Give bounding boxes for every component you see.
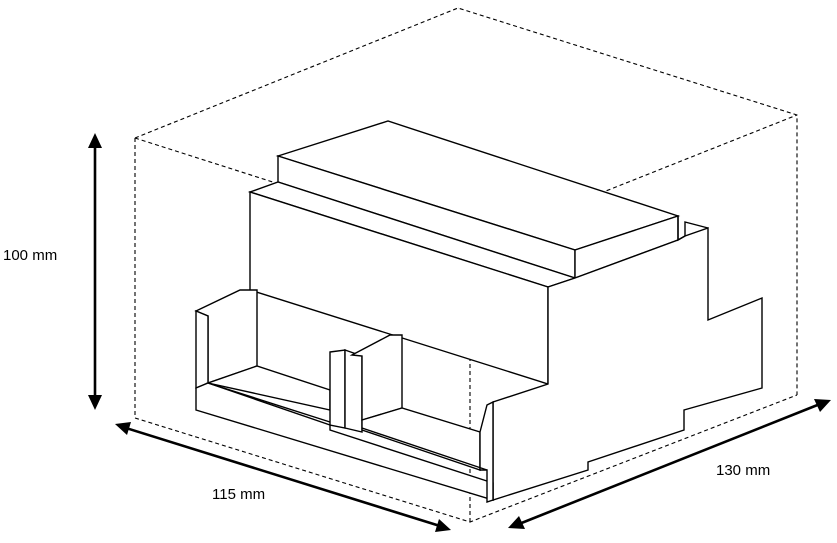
din-enclosure <box>194 120 763 503</box>
middle-divider-side <box>344 349 363 433</box>
front-terminal-inner <box>361 427 488 471</box>
bounding-box-front-edges <box>134 138 798 523</box>
middle-divider <box>329 349 346 429</box>
width-dimension <box>115 422 451 532</box>
depth-arrow-right-head <box>814 399 831 412</box>
base-edge <box>207 382 331 423</box>
bounding-box-back-edges <box>134 7 798 395</box>
height-arrow-up-head <box>88 133 102 148</box>
height-arrow-down-head <box>88 395 102 410</box>
width-label: 115 mm <box>212 486 265 503</box>
depth-arrow-line <box>518 402 821 526</box>
depth-arrow-left-head <box>508 516 525 529</box>
depth-label: 130 mm <box>716 462 770 479</box>
front-terminal-wall <box>479 400 494 503</box>
width-arrow-line <box>125 426 441 528</box>
width-arrow-left-head <box>115 422 131 435</box>
left-terminal-wall-front <box>195 309 209 390</box>
width-arrow-right-head <box>435 519 451 532</box>
height-dimension <box>88 133 102 410</box>
depth-dimension <box>508 399 831 529</box>
height-label: 100 mm <box>3 247 57 264</box>
right-side-step <box>677 216 709 242</box>
